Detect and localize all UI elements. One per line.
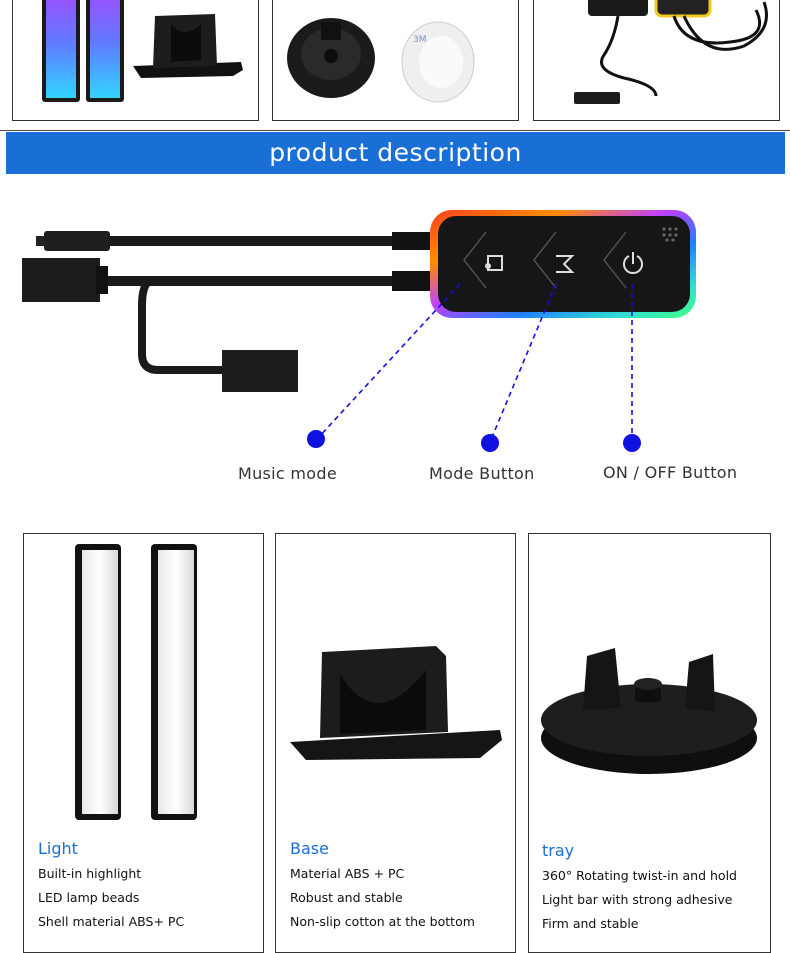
- card-line: LED lamp beads: [38, 890, 140, 905]
- section-divider: [0, 130, 790, 131]
- base-photo: [290, 646, 502, 760]
- light-bars-image: [42, 0, 243, 102]
- controller-diagram: [22, 210, 696, 452]
- card-line: Non-slip cotton at the bottom: [290, 914, 475, 929]
- callout-line-music: [317, 283, 461, 439]
- card-line: Robust and stable: [290, 890, 403, 905]
- card-title-base: Base: [290, 839, 329, 858]
- usb-cable: [22, 258, 432, 392]
- card-line: 360° Rotating twist-in and hold: [542, 868, 737, 883]
- mode-m-icon: [556, 255, 575, 273]
- card-line: Material ABS + PC: [290, 866, 405, 881]
- top-image-trays: 3M: [272, 0, 519, 121]
- microphone-icon: [662, 227, 678, 242]
- card-title-tray: tray: [542, 841, 575, 860]
- callout-dot-music: [307, 430, 325, 448]
- light-bars-photo: [75, 544, 197, 820]
- music-note-icon: [485, 255, 503, 271]
- card-title-light: Light: [38, 839, 78, 858]
- feature-card-light: Light Built-in highlight LED lamp beads …: [23, 533, 264, 953]
- card-line: Firm and stable: [542, 916, 639, 931]
- callout-dot-mode: [481, 434, 499, 452]
- card-line: Shell material ABS+ PC: [38, 914, 185, 929]
- callout-line-mode: [489, 283, 557, 443]
- card-line: Built-in highlight: [38, 866, 142, 881]
- card-line: Light bar with strong adhesive: [542, 892, 733, 907]
- tray-photo: [541, 648, 757, 774]
- power-icon: [623, 252, 643, 275]
- feature-card-base: Base Material ABS + PC Robust and stable…: [275, 533, 516, 953]
- callout-label-power: ON / OFF Button: [603, 463, 738, 482]
- callout-dot-power: [623, 434, 641, 452]
- section-title: product description: [6, 132, 785, 174]
- top-image-light-bars: [12, 0, 259, 121]
- controller-box: [430, 210, 696, 318]
- feature-card-tray: tray 360° Rotating twist-in and hold Lig…: [528, 533, 771, 953]
- callout-label-music: Music mode: [238, 464, 337, 483]
- callout-label-mode: Mode Button: [429, 464, 535, 483]
- tray-and-adhesive-image: 3M: [287, 18, 475, 103]
- controller-cable-image: [574, 0, 768, 104]
- sticker-brand-text: 3M: [413, 35, 427, 45]
- top-image-controller-cable: [533, 0, 780, 121]
- dc-cable: [36, 231, 432, 251]
